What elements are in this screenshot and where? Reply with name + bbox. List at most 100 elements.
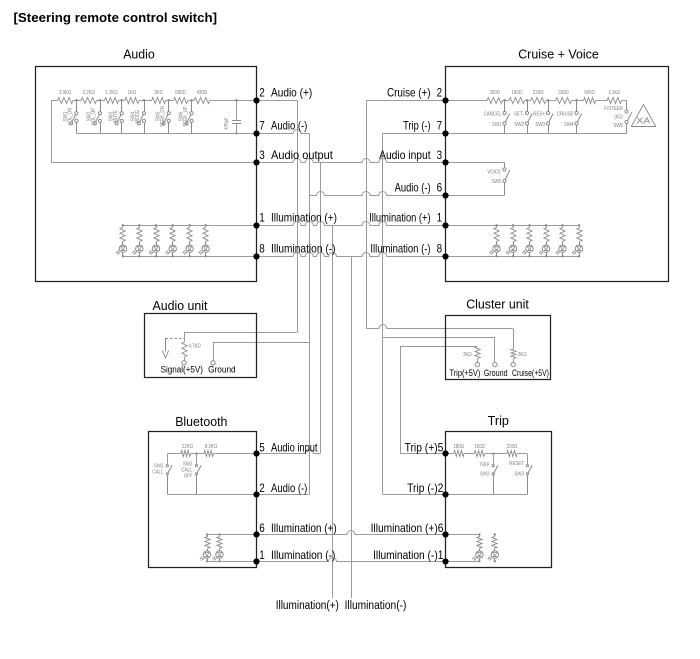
svg-text:Trip (-): Trip (-) (403, 119, 431, 133)
svg-text:Cruise + Voice: Cruise + Voice (518, 46, 599, 61)
svg-text:CANCEL: CANCEL (484, 112, 502, 118)
svg-text:Trip (-)2: Trip (-)2 (407, 481, 444, 495)
svg-text:5: 5 (259, 440, 265, 454)
svg-text:VOL_DN: VOL_DN (68, 107, 74, 125)
svg-text:Trip(+5V): Trip(+5V) (449, 368, 480, 378)
svg-text:Illumination (-): Illumination (-) (370, 242, 430, 256)
svg-text:1.2kΩ: 1.2kΩ (608, 90, 620, 96)
svg-text:SW5: SW5 (613, 123, 623, 129)
svg-text:XA: XA (636, 117, 651, 126)
svg-text:3.9KΩ: 3.9KΩ (59, 90, 71, 96)
svg-text:MODE: MODE (135, 109, 141, 123)
svg-text:220Ω: 220Ω (533, 90, 544, 96)
svg-text:Illumination(-): Illumination(-) (345, 600, 407, 612)
svg-text:MUTE: MUTE (113, 110, 119, 123)
svg-text:6: 6 (437, 180, 443, 194)
svg-text:RESET: RESET (509, 461, 524, 467)
svg-text:430Ω: 430Ω (197, 90, 208, 96)
svg-text:Audio output: Audio output (271, 148, 333, 162)
svg-text:8: 8 (259, 242, 265, 256)
svg-text:390Ω: 390Ω (490, 90, 501, 96)
svg-text:SW6: SW6 (178, 112, 184, 122)
svg-text:SET-: SET- (514, 112, 524, 118)
svg-text:Ground: Ground (208, 365, 236, 375)
svg-text:Illumination (+)6: Illumination (+)6 (371, 521, 444, 535)
svg-text:SW3: SW3 (514, 472, 524, 478)
svg-text:220Ω: 220Ω (507, 444, 518, 450)
svg-text:SW2: SW2 (514, 122, 524, 128)
svg-text:3KΩ: 3KΩ (154, 90, 163, 96)
svg-text:RES+: RES+ (533, 112, 545, 118)
svg-text:Illumination(+): Illumination(+) (276, 600, 339, 612)
svg-text:SW4: SW4 (131, 112, 137, 122)
svg-text:2.2KΩ: 2.2KΩ (83, 90, 95, 96)
svg-text:1: 1 (259, 548, 265, 562)
svg-text:SW1: SW1 (63, 112, 69, 122)
svg-text:VOL_UP: VOL_UP (91, 107, 97, 125)
svg-text:Trip (+)5: Trip (+)5 (405, 440, 444, 454)
svg-text:Audio input: Audio input (379, 148, 431, 162)
svg-text:Signal(+5V): Signal(+5V) (161, 365, 203, 375)
svg-text:OFF: OFF (184, 474, 193, 480)
svg-text:Illumination (+): Illumination (+) (271, 211, 337, 225)
svg-text:Illumination (-): Illumination (-) (271, 548, 335, 562)
svg-text:SW1: SW1 (492, 122, 502, 128)
svg-text:Ground: Ground (484, 368, 508, 378)
svg-text:Illumination (-): Illumination (-) (271, 242, 336, 256)
svg-text:CALL: CALL (152, 470, 163, 476)
svg-text:7: 7 (259, 119, 265, 133)
svg-text:3: 3 (437, 148, 443, 162)
svg-text:SW5: SW5 (155, 112, 161, 122)
svg-text:Cruise(+5V): Cruise(+5V) (512, 368, 549, 378)
svg-text:8: 8 (437, 242, 443, 256)
svg-text:Audio (+): Audio (+) (271, 86, 312, 100)
svg-text:2: 2 (437, 86, 443, 100)
svg-text:22KΩ: 22KΩ (182, 444, 193, 450)
svg-text:Illumination (+): Illumination (+) (271, 521, 337, 535)
svg-text:180Ω: 180Ω (454, 444, 465, 450)
svg-text:330Ω: 330Ω (558, 90, 569, 96)
svg-text:3KΩ: 3KΩ (463, 352, 472, 358)
svg-text:7: 7 (437, 119, 443, 133)
svg-text:SW3: SW3 (183, 462, 193, 468)
svg-text:VOICE: VOICE (487, 170, 501, 176)
svg-text:Cluster unit: Cluster unit (466, 297, 529, 312)
svg-text:1: 1 (437, 211, 443, 225)
svg-text:1KΩ: 1KΩ (128, 90, 137, 96)
svg-text:Trip: Trip (488, 413, 509, 428)
svg-text:4.7KΩ: 4.7KΩ (189, 344, 201, 350)
svg-text:3: 3 (259, 148, 265, 162)
svg-text:SW4: SW4 (564, 122, 574, 128)
svg-text:2: 2 (259, 86, 265, 100)
svg-text:SW3: SW3 (535, 122, 545, 128)
svg-text:Audio input: Audio input (271, 440, 318, 454)
svg-text:680Ω: 680Ω (175, 90, 186, 96)
svg-text:SEEK_UP: SEEK_UP (183, 106, 189, 127)
svg-text:2: 2 (259, 481, 265, 495)
svg-text:F/STEER: F/STEER (604, 106, 623, 112)
svg-text:SW3: SW3 (108, 112, 114, 122)
svg-text:[Steering remote control switc: [Steering remote control switch] (14, 10, 218, 25)
svg-text:Audio (-): Audio (-) (395, 180, 431, 194)
svg-text:1.3KΩ: 1.3KΩ (105, 90, 117, 96)
svg-text:6: 6 (259, 521, 265, 535)
svg-text:Audio: Audio (123, 46, 155, 61)
svg-text:Cruise (+): Cruise (+) (387, 86, 431, 100)
svg-text:(6Ω): (6Ω) (614, 115, 623, 121)
svg-text:TRIP: TRIP (479, 463, 490, 469)
svg-text:Illumination (-)1: Illumination (-)1 (373, 548, 444, 562)
svg-text:Illumination (+): Illumination (+) (369, 211, 430, 225)
svg-text:SW2: SW2 (154, 464, 164, 470)
svg-text:SEEK_DN: SEEK_DN (160, 106, 166, 127)
svg-text:Audio unit: Audio unit (153, 298, 208, 313)
svg-text:3KΩ: 3KΩ (518, 352, 527, 358)
svg-text:SW2: SW2 (480, 472, 490, 478)
svg-text:470pF: 470pF (224, 117, 230, 130)
svg-text:180Ω: 180Ω (512, 90, 523, 96)
svg-text:SW6: SW6 (491, 179, 501, 185)
svg-text:Audio (-): Audio (-) (271, 119, 307, 133)
svg-text:Audio (-): Audio (-) (271, 481, 307, 495)
svg-text:1: 1 (259, 211, 265, 225)
svg-text:8.2KΩ: 8.2KΩ (205, 444, 217, 450)
svg-text:150Ω: 150Ω (474, 444, 485, 450)
